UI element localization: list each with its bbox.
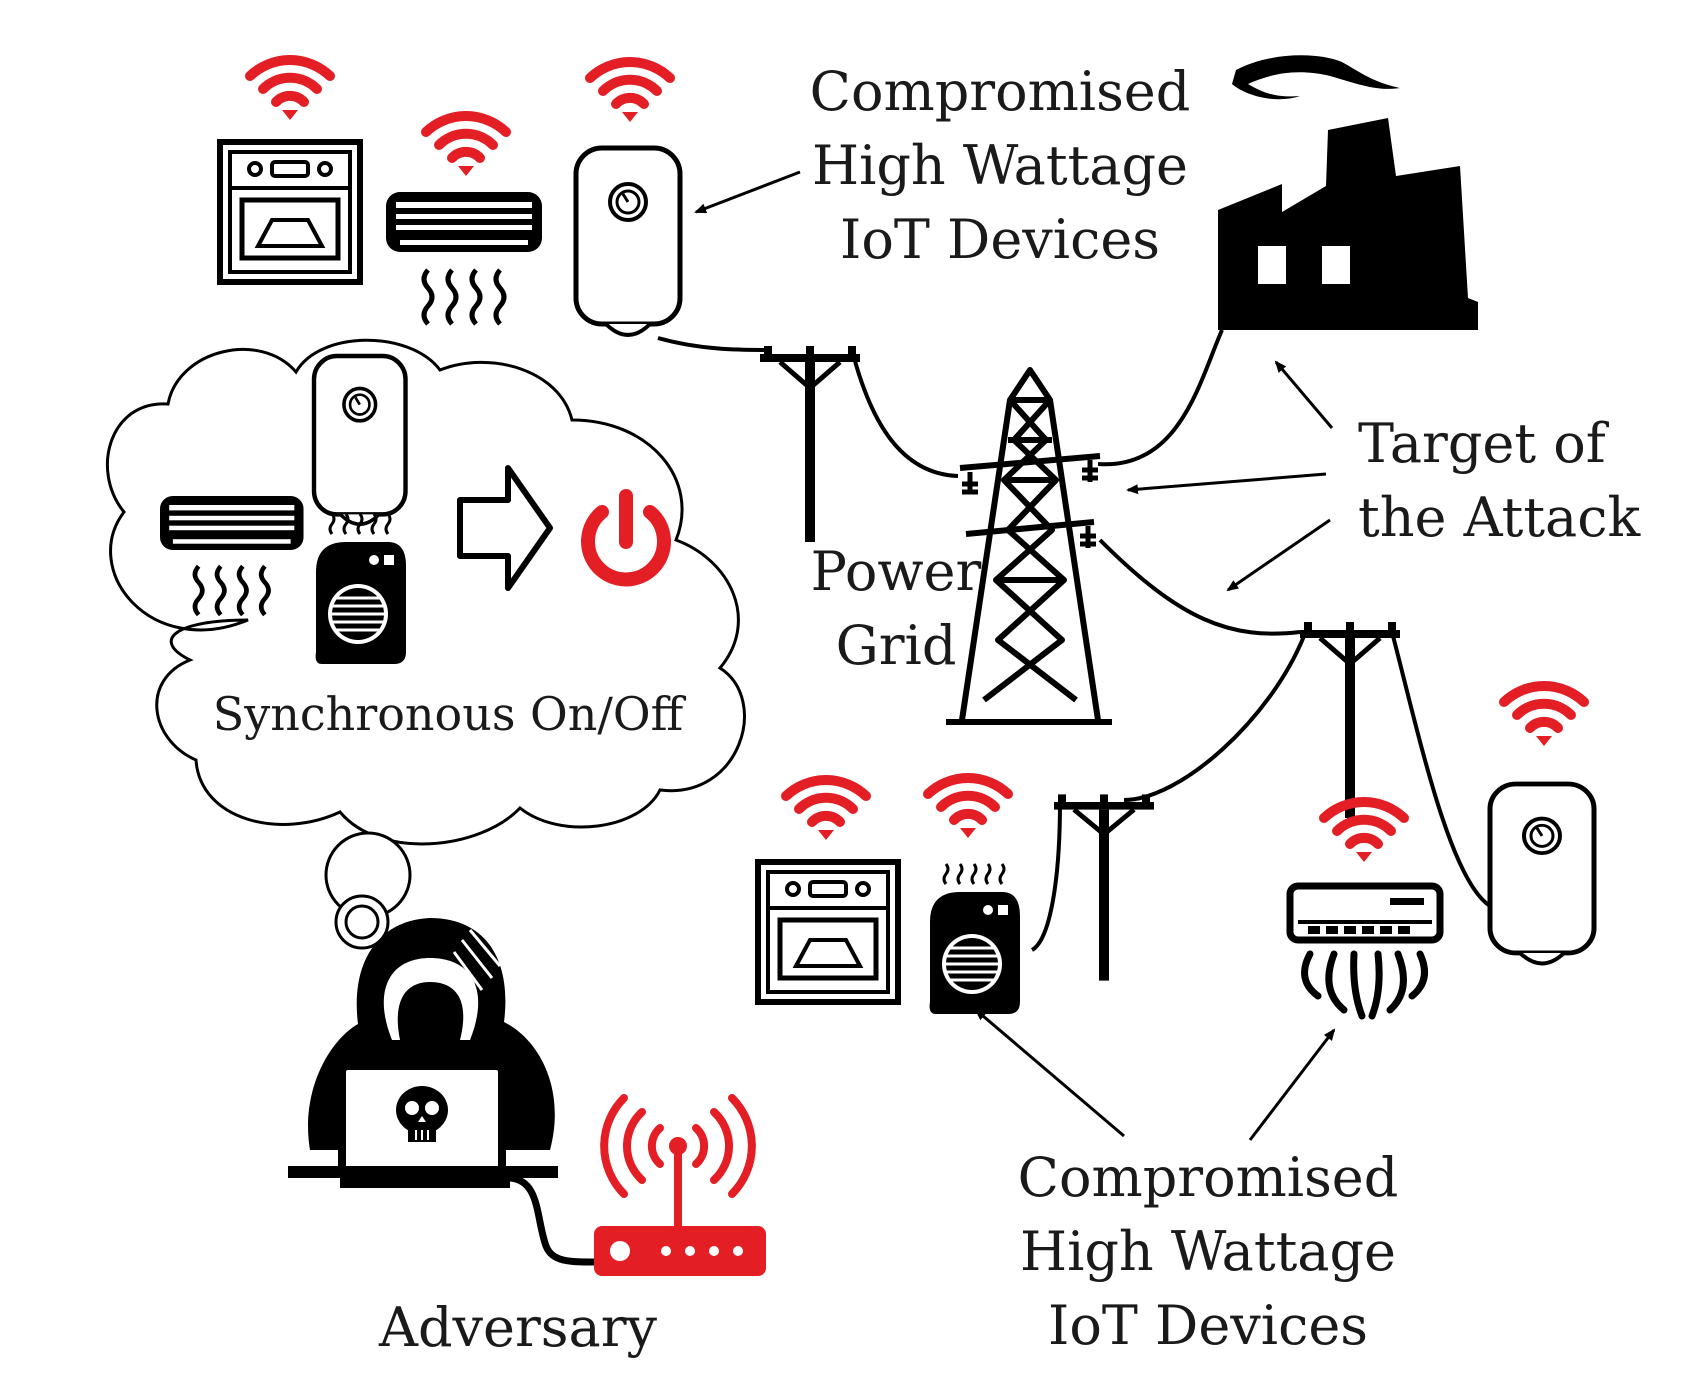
water-heater-icon xyxy=(314,356,406,524)
wifi-icon xyxy=(250,60,330,120)
target-label-line-2: the Attack xyxy=(1358,486,1641,549)
arrow-to-top-devices xyxy=(694,170,801,214)
space-heater-icon xyxy=(928,862,1022,1016)
bottom-ac-device xyxy=(1286,802,1444,1020)
bottom-water-heater-device xyxy=(1490,686,1594,964)
air-conditioner-icon xyxy=(386,192,542,324)
top-devices-label: Compromised High Wattage IoT Devices xyxy=(810,60,1191,271)
top-devices-label-line-3: IoT Devices xyxy=(840,208,1160,271)
annotation-arrows xyxy=(694,170,1336,1141)
bottom-devices-label-line-2: High Wattage xyxy=(1020,1220,1396,1283)
power-grid-label: Power Grid xyxy=(811,540,982,677)
top-devices-label-line-1: Compromised xyxy=(810,60,1191,123)
oven-icon xyxy=(220,142,360,282)
target-label-line-1: Target of xyxy=(1358,412,1610,475)
air-conditioner-icon xyxy=(1286,882,1444,1020)
power-grid-label-line-1: Power xyxy=(811,540,982,603)
router-icon xyxy=(594,1094,766,1276)
target-label: Target of the Attack xyxy=(1358,412,1641,549)
cloud-water-heater xyxy=(314,356,406,524)
wifi-icon xyxy=(426,116,506,176)
arrow-to-tower xyxy=(1126,472,1327,495)
power-lines xyxy=(657,329,1492,952)
wifi-icon xyxy=(1324,802,1404,862)
bottom-devices-label-line-3: IoT Devices xyxy=(1048,1294,1368,1357)
utility-pole-icon xyxy=(760,346,860,542)
bottom-devices-label-line-1: Compromised xyxy=(1018,1146,1399,1209)
arrow-to-bottom-ac xyxy=(1248,1028,1336,1141)
wifi-icon xyxy=(590,62,670,122)
top-water-heater-device xyxy=(576,62,680,335)
top-ac-device xyxy=(386,116,542,324)
power-grid-label-line-2: Grid xyxy=(836,614,957,677)
thought-cloud xyxy=(106,338,746,950)
wifi-icon xyxy=(1504,686,1584,746)
power-icon xyxy=(581,489,671,587)
oven-icon xyxy=(758,862,898,1002)
hacker-icon xyxy=(288,918,558,1188)
arrow-to-lines xyxy=(1226,518,1331,592)
arrow-to-factory xyxy=(1274,360,1334,429)
utility-pole-icon xyxy=(1054,794,1154,980)
adversary-label: Adversary xyxy=(378,1296,658,1359)
router-cable xyxy=(509,1174,595,1266)
water-heater-icon xyxy=(576,148,680,335)
arrow-to-bottom-heater xyxy=(974,1008,1125,1138)
arrow-right-outline-icon xyxy=(457,465,553,591)
wifi-icon xyxy=(928,778,1008,838)
bottom-oven-device xyxy=(758,780,898,1002)
wifi-icon xyxy=(786,780,866,840)
water-heater-icon xyxy=(1490,784,1594,964)
factory-icon xyxy=(1218,55,1478,330)
top-oven-device xyxy=(220,60,360,282)
top-devices-label-line-2: High Wattage xyxy=(812,134,1188,197)
utility-pole-icon xyxy=(1300,622,1400,818)
cloud-label: Synchronous On/Off xyxy=(213,687,687,741)
bottom-devices-label: Compromised High Wattage IoT Devices xyxy=(1018,1146,1399,1357)
bottom-space-heater-device xyxy=(928,778,1022,1016)
transmission-tower-icon xyxy=(946,367,1112,725)
skull-icon xyxy=(396,1086,448,1142)
